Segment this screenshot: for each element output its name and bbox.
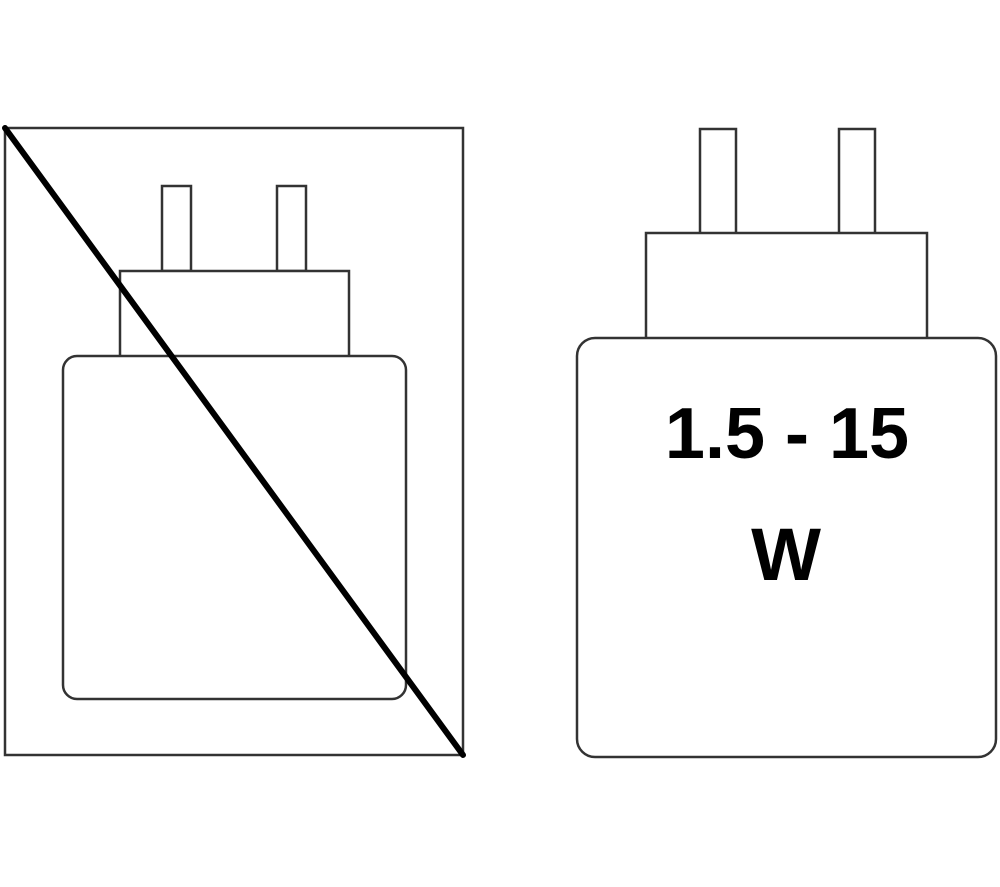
right-prong-right: [837, 127, 877, 236]
power-unit-label: W: [751, 513, 821, 596]
left-charger-body: [61, 354, 408, 701]
right-charger-body: [575, 336, 998, 759]
left-prong-right: [275, 184, 308, 273]
strike-through-line: [2, 125, 466, 758]
right-plug-neck: [644, 231, 929, 341]
charger-icon: 1.5 - 15 W: [575, 127, 998, 759]
power-range-label: 1.5 - 15: [665, 394, 909, 474]
left-plug-neck: [118, 269, 351, 360]
left-prong-left: [160, 184, 193, 273]
right-prong-left: [698, 127, 738, 236]
charger-not-included-icon: [2, 125, 466, 758]
